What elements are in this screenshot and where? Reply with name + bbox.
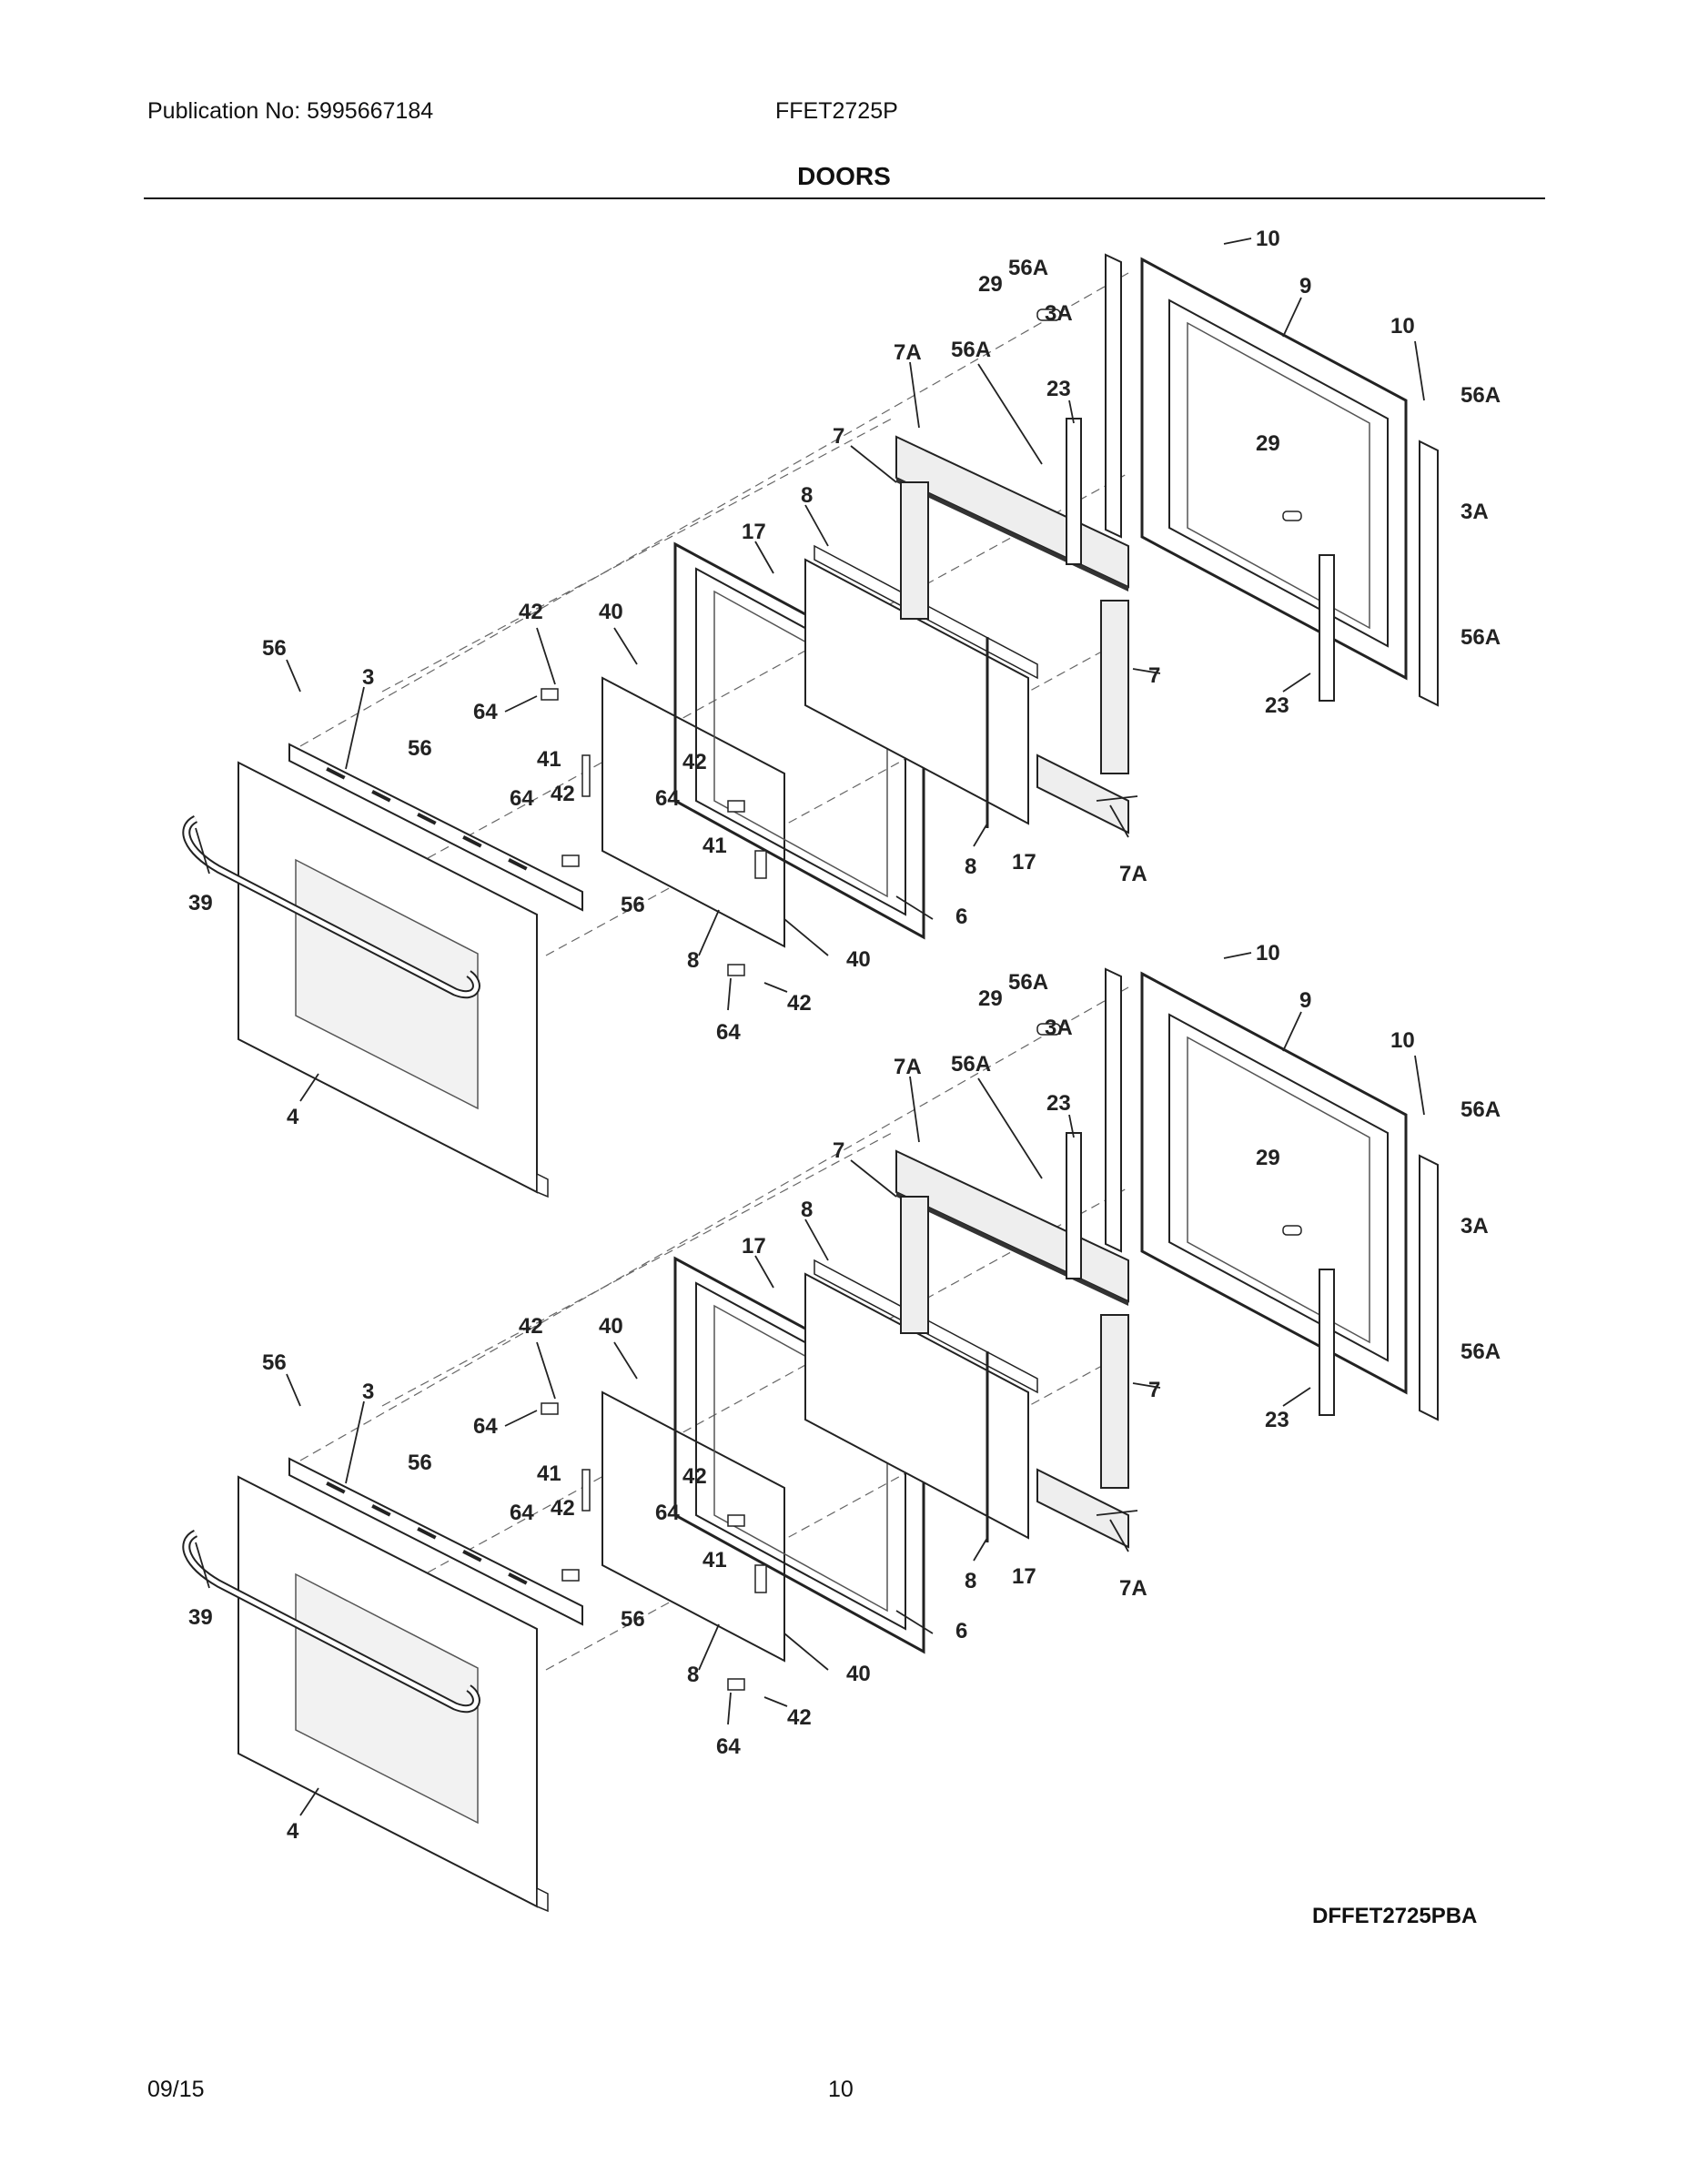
header-divider	[144, 197, 1545, 199]
publication-number: Publication No: 5995667184	[147, 98, 434, 124]
footer-date: 09/15	[147, 2077, 205, 2102]
diagram-code: DFFET2725PBA	[1312, 1904, 1478, 1928]
upper-door-assembly	[187, 227, 1501, 1197]
page-title: DOORS	[797, 162, 891, 190]
model-number: FFET2725P	[775, 98, 898, 124]
page-number: 10	[828, 2077, 854, 2102]
